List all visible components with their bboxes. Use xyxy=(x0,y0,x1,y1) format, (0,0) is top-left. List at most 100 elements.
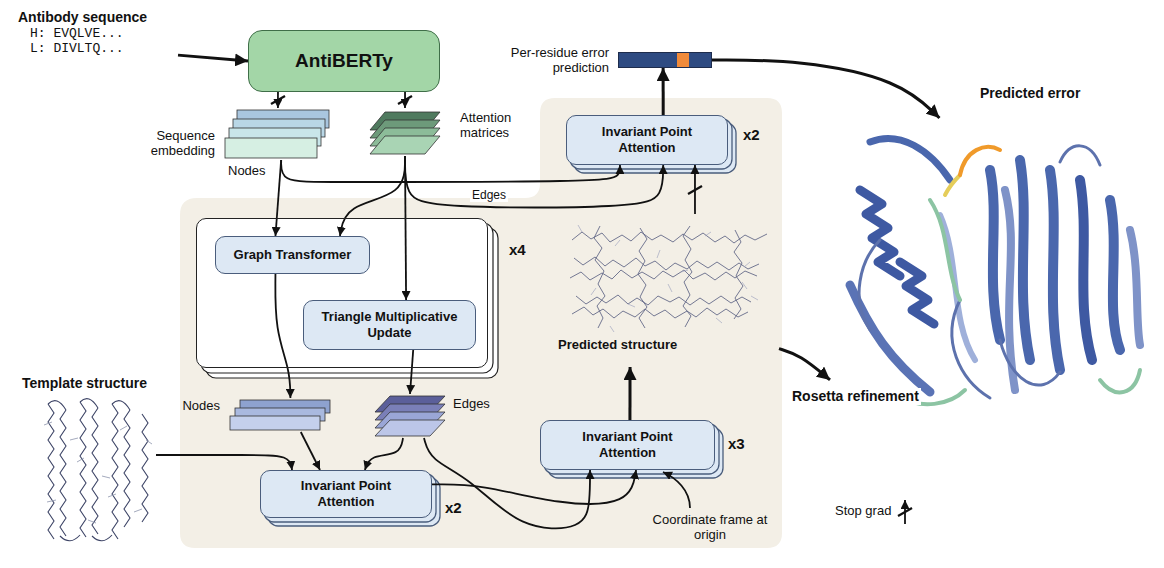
template-structure-art xyxy=(48,399,148,541)
strand xyxy=(80,402,86,537)
loop xyxy=(1060,146,1100,165)
node-sublabel: x2 xyxy=(743,126,760,144)
node-sublabel: Nodes xyxy=(228,163,266,178)
loop xyxy=(1100,370,1140,392)
loop xyxy=(80,399,98,408)
side-chain xyxy=(44,422,152,523)
connector-arrow xyxy=(779,349,830,380)
strand xyxy=(142,414,148,522)
connector-arrow xyxy=(301,432,320,470)
node-sublabel: x3 xyxy=(728,435,745,453)
stack-fill xyxy=(196,218,488,368)
loop xyxy=(1000,340,1060,385)
predicted-structure-side-chains xyxy=(578,225,758,332)
strand xyxy=(990,170,1000,340)
predicted-structure-art xyxy=(570,226,767,328)
node-sublabel: x2 xyxy=(445,499,462,517)
strand xyxy=(1050,170,1060,370)
connector-arrow xyxy=(628,367,631,420)
strand xyxy=(1080,180,1092,360)
helix xyxy=(900,262,934,324)
strand xyxy=(1020,160,1030,360)
node-label: Triangle Multiplicative Update xyxy=(314,309,465,341)
strand xyxy=(870,138,950,180)
strand xyxy=(1130,230,1140,345)
node-label: Antibody sequence xyxy=(18,8,147,26)
loop xyxy=(930,200,960,300)
connector-arrow xyxy=(277,92,279,108)
backbone xyxy=(734,230,743,319)
language-model-box: AntiBERTy xyxy=(248,30,440,92)
connector-arrow xyxy=(432,470,636,504)
strand xyxy=(1110,200,1120,350)
legend-entry: Stop grad xyxy=(835,503,891,519)
repeat-block: x4Graph TransformerTriangle Multiplicati… xyxy=(196,218,488,368)
leader-arrow xyxy=(663,472,690,508)
process-box: Graph Transformer xyxy=(215,236,370,274)
loop xyxy=(112,401,130,410)
connector-arrow xyxy=(156,455,292,470)
embedding-layer xyxy=(225,138,317,158)
process-box: Invariant Point Attentionx2 xyxy=(566,115,728,165)
backbone xyxy=(570,270,757,280)
attention-stack: Attention matrices xyxy=(370,108,440,156)
node-label: Invariant Point Attention xyxy=(286,478,406,510)
legend-label: Stop grad xyxy=(835,503,891,518)
node-label: Sequence embedding xyxy=(131,128,215,158)
node-label: Graph Transformer xyxy=(234,247,352,263)
connector-arrow xyxy=(281,160,620,182)
loop xyxy=(48,401,66,410)
loop xyxy=(60,535,80,541)
connector-arrow xyxy=(178,55,248,61)
loop xyxy=(945,175,960,195)
loop xyxy=(952,300,990,398)
node-stack: Nodes xyxy=(228,398,332,432)
embedding-stack: Sequence embeddingNodes xyxy=(225,108,333,160)
module-panel xyxy=(180,98,782,548)
process-box: Triangle Multiplicative Update xyxy=(303,300,476,350)
backbone xyxy=(572,232,767,243)
connector-arrow xyxy=(404,92,406,108)
connector-arrow xyxy=(365,438,403,470)
connector-arrow xyxy=(662,68,665,115)
node-layer xyxy=(230,416,320,430)
connector-arrow xyxy=(694,165,696,214)
node-sublabel: L: DIVLTQ... xyxy=(30,41,124,56)
strand xyxy=(60,410,66,536)
backbone xyxy=(683,226,692,327)
error-bar: Per-residue error prediction xyxy=(618,52,712,68)
strand xyxy=(112,404,118,539)
node-label: Invariant Point Attention xyxy=(587,124,707,156)
backbone xyxy=(594,226,605,328)
strand xyxy=(48,404,54,539)
connector-arrow xyxy=(410,350,413,394)
template-structure: Template structure xyxy=(38,398,156,546)
attention-layer xyxy=(370,136,440,154)
high-error-loop xyxy=(960,147,1000,175)
edge-label: Edges xyxy=(470,188,508,202)
node-label: Invariant Point Attention xyxy=(568,429,688,461)
node-sublabel: H: EVQLVE... xyxy=(30,26,124,41)
process-box: Invariant Point Attentionx2 xyxy=(260,470,432,518)
strand xyxy=(92,408,98,534)
annotation-label: Coordinate frame at origin xyxy=(650,512,770,542)
legend-sample xyxy=(898,508,912,516)
edge-stack: Edges xyxy=(375,394,445,438)
predicted-error-art xyxy=(850,138,1140,404)
final-structure: Predicted error xyxy=(830,118,1152,418)
connector-arrow xyxy=(712,60,939,118)
node-label: Predicted structure xyxy=(558,337,677,353)
node-label: Predicted error xyxy=(980,84,1080,102)
node-label: Nodes xyxy=(182,398,220,413)
edge-layer xyxy=(375,420,445,436)
backbone xyxy=(638,228,647,328)
node-label: Attention matrices xyxy=(460,110,540,140)
edge-label: Rosetta refinement xyxy=(790,388,921,405)
node-label: Template structure xyxy=(22,374,147,392)
node-label: Per-residue error prediction xyxy=(489,45,609,75)
loop xyxy=(92,535,112,541)
connector-arrow xyxy=(340,156,405,236)
strand xyxy=(850,285,930,392)
